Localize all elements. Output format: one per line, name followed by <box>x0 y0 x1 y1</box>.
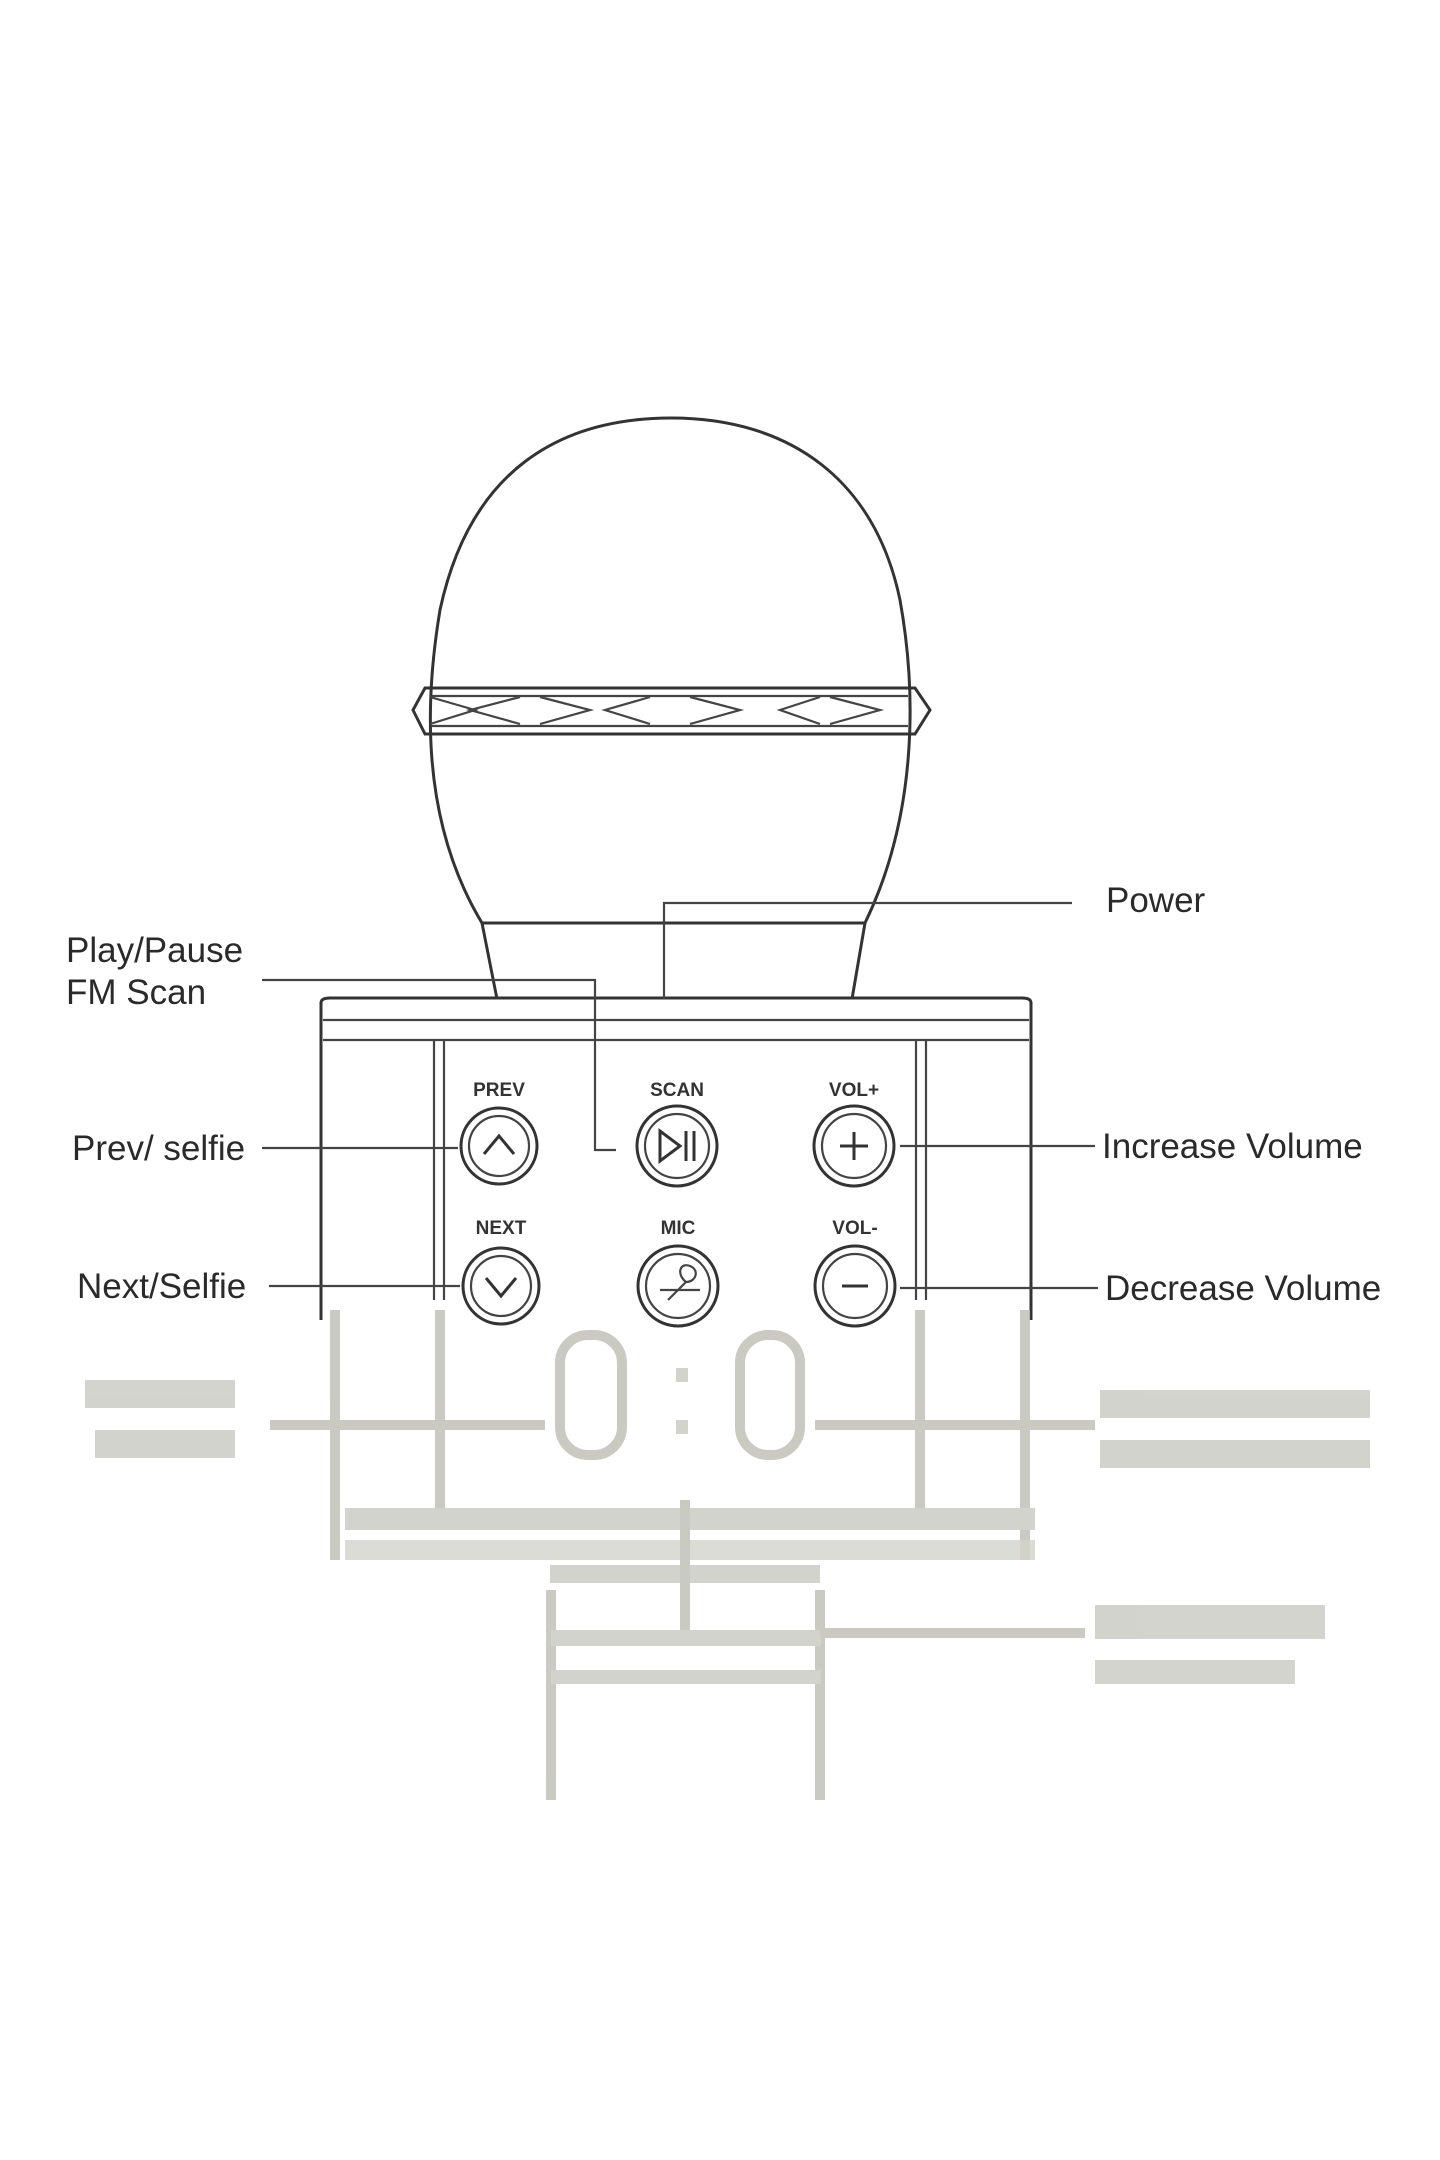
play-pause-label: Play/Pause <box>66 931 243 970</box>
prev-label: PREV <box>473 1080 525 1101</box>
play-pause-callout-line <box>262 978 616 1152</box>
vol-down-label: VOL- <box>832 1218 877 1239</box>
mic-button[interactable]: MIC <box>636 1218 720 1328</box>
microphone-ring <box>411 686 932 736</box>
vol-up-button[interactable]: VOL+ <box>812 1080 896 1188</box>
power-label: Power <box>1106 881 1206 920</box>
mic-label: MIC <box>661 1218 696 1239</box>
fm-scan-label: FM Scan <box>66 973 206 1012</box>
prev-button[interactable]: PREV <box>459 1080 539 1186</box>
scan-button[interactable]: SCAN <box>635 1080 719 1188</box>
plus-icon <box>840 1132 868 1160</box>
power-callout-line <box>662 901 1072 999</box>
lower-body-degraded <box>85 1310 1370 1800</box>
vol-down-button[interactable]: VOL- <box>813 1218 897 1328</box>
vol-up-label: VOL+ <box>829 1080 879 1101</box>
microphone-icon <box>660 1264 700 1301</box>
decrease-volume-label: Decrease Volume <box>1105 1269 1381 1308</box>
chevron-up-icon <box>482 1133 516 1155</box>
microphone-head <box>428 416 912 925</box>
prev-selfie-label: Prev/ selfie <box>72 1129 245 1168</box>
next-button[interactable]: NEXT <box>461 1218 541 1326</box>
play-pause-icon <box>658 1128 696 1164</box>
microphone-body <box>319 996 1033 1320</box>
next-label: NEXT <box>476 1218 527 1239</box>
microphone-neck <box>480 921 867 1000</box>
chevron-down-icon <box>484 1277 518 1299</box>
scan-label: SCAN <box>650 1080 704 1101</box>
increase-volume-label: Increase Volume <box>1102 1127 1363 1166</box>
next-selfie-label: Next/Selfie <box>77 1267 246 1306</box>
